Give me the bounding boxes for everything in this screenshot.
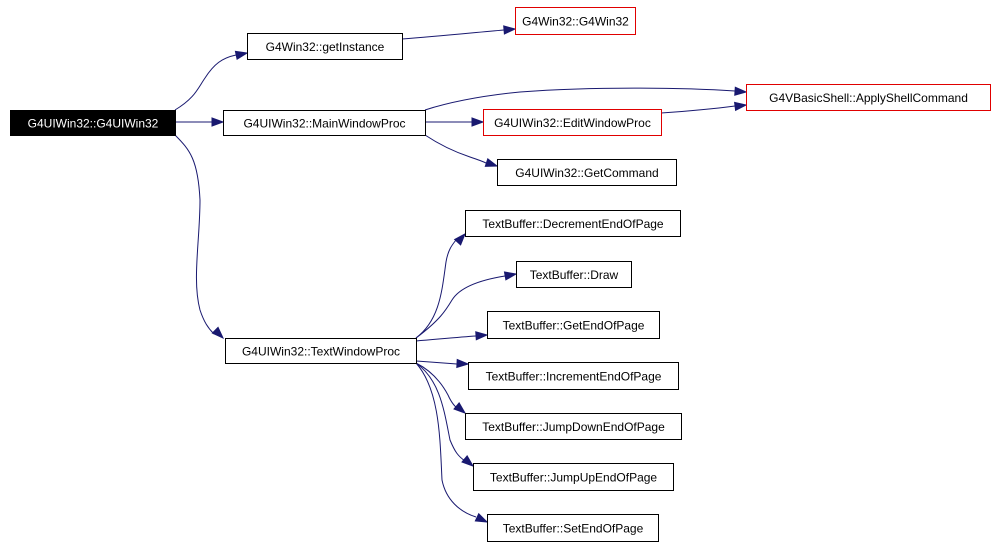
node-label: G4Win32::getInstance (266, 40, 385, 54)
node-incrementendofpage[interactable]: TextBuffer::IncrementEndOfPage (468, 362, 679, 390)
node-box (487, 514, 659, 542)
node-box (465, 210, 681, 237)
edge-n1-n2 (401, 29, 505, 40)
node-label: TextBuffer::SetEndOfPage (503, 522, 644, 536)
arrowhead-icon (475, 331, 489, 341)
node-jumpupendofpage[interactable]: TextBuffer::JumpUpEndOfPage (473, 463, 674, 491)
node-textwindowproc[interactable]: G4UIWin32::TextWindowProc (225, 338, 417, 364)
arrowhead-icon (471, 117, 485, 127)
node-label: TextBuffer::IncrementEndOfPage (486, 370, 662, 384)
node-label: G4UIWin32::MainWindowProc (243, 117, 405, 131)
edge-n7-n10 (415, 335, 477, 342)
arrowhead-icon (734, 101, 748, 112)
edge-n7-n8 (415, 239, 457, 339)
node-g4win32-ctor[interactable]: G4Win32::G4Win32 (515, 7, 636, 35)
arrowhead-icon (456, 358, 470, 369)
node-label: G4UIWin32::G4UIWin32 (28, 117, 159, 131)
arrowhead-icon (211, 117, 225, 127)
node-label: TextBuffer::Draw (530, 268, 619, 282)
arrowhead-icon (503, 25, 517, 35)
node-box (225, 338, 417, 364)
edge-n7-n13 (415, 362, 466, 462)
node-label: G4UIWin32::TextWindowProc (242, 345, 400, 359)
edge-n7-n14 (415, 362, 477, 518)
node-box (516, 261, 632, 288)
node-decrementendofpage[interactable]: TextBuffer::DecrementEndOfPage (465, 210, 681, 237)
arrowhead-icon (211, 326, 225, 340)
node-getendofpage[interactable]: TextBuffer::GetEndOfPage (487, 311, 660, 339)
edge-n5-n4 (660, 105, 736, 114)
arrowhead-icon (734, 86, 748, 96)
node-setendofpage[interactable]: TextBuffer::SetEndOfPage (487, 514, 659, 542)
node-draw[interactable]: TextBuffer::Draw (516, 261, 632, 288)
node-jumpdownendofpage[interactable]: TextBuffer::JumpDownEndOfPage (465, 413, 682, 440)
node-box (515, 7, 636, 35)
node-label: G4VBasicShell::ApplyShellCommand (769, 91, 968, 105)
node-box (465, 413, 682, 440)
edge-n7-n11 (415, 360, 458, 365)
node-label: TextBuffer::DecrementEndOfPage (482, 217, 664, 231)
node-box (223, 110, 426, 136)
edge-n3-n6 (424, 134, 487, 164)
node-label: TextBuffer::JumpDownEndOfPage (482, 420, 665, 434)
node-getcommand[interactable]: G4UIWin32::GetCommand (497, 159, 677, 186)
edge-n7-n9 (415, 275, 506, 339)
edge-n7-n12 (415, 362, 461, 411)
node-applyshellcommand[interactable]: G4VBasicShell::ApplyShellCommand (746, 84, 991, 111)
arrowhead-icon (484, 157, 499, 167)
edge-n0-n7 (174, 134, 215, 335)
arrowhead-icon (503, 271, 518, 281)
node-box (473, 463, 674, 491)
nodes-layer: G4UIWin32::G4UIWin32 G4Win32::getInstanc… (10, 7, 991, 542)
node-box (497, 159, 677, 186)
arrowhead-icon (453, 401, 467, 414)
node-box (483, 109, 662, 136)
edges-layer (174, 25, 748, 523)
node-label: TextBuffer::GetEndOfPage (503, 319, 645, 333)
node-mainwindowproc[interactable]: G4UIWin32::MainWindowProc (223, 110, 426, 136)
arrowhead-icon (453, 232, 466, 246)
node-box (10, 110, 176, 136)
node-box (746, 84, 991, 111)
edge-n0-n1 (174, 54, 237, 111)
node-box (468, 362, 679, 390)
arrowhead-icon (461, 454, 475, 467)
node-box (487, 311, 660, 339)
arrowhead-icon (234, 50, 249, 61)
node-label: TextBuffer::JumpUpEndOfPage (490, 471, 658, 485)
node-box (247, 33, 403, 60)
node-editwindowproc[interactable]: G4UIWin32::EditWindowProc (483, 109, 662, 136)
edge-n3-n4 (424, 87, 736, 111)
node-label: G4UIWin32::GetCommand (515, 166, 658, 180)
node-g4uiwin32-ctor[interactable]: G4UIWin32::G4UIWin32 (10, 110, 176, 136)
arrowhead-icon (474, 512, 489, 523)
node-label: G4UIWin32::EditWindowProc (494, 116, 651, 130)
node-label: G4Win32::G4Win32 (522, 15, 629, 29)
node-g4win32-getinstance[interactable]: G4Win32::getInstance (247, 33, 403, 60)
